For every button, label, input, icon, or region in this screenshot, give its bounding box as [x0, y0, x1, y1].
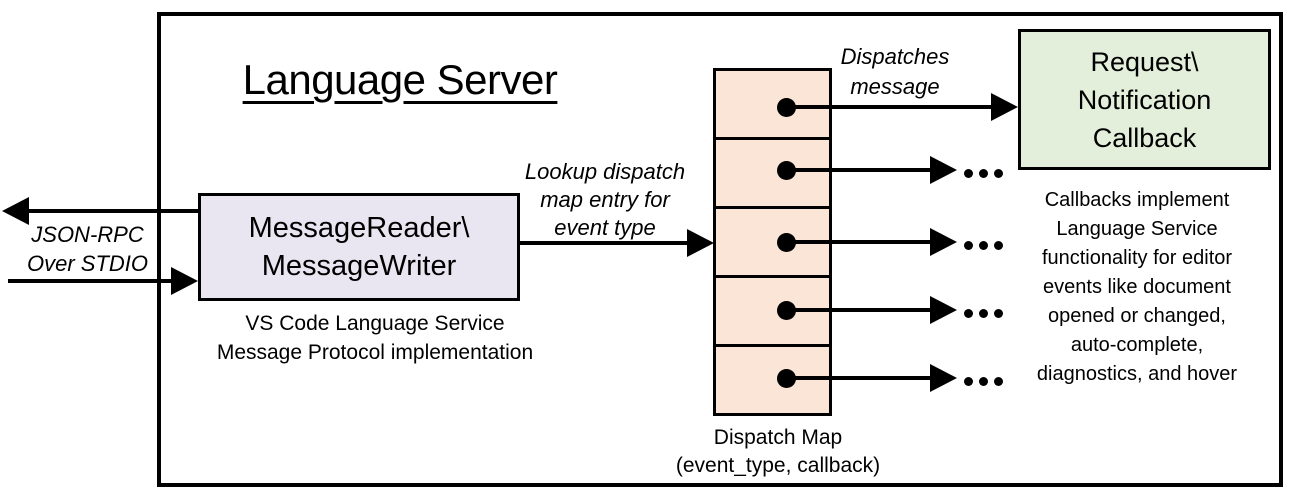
dispatch-map-cell — [716, 71, 829, 140]
io-label-line2: Over STDIO — [26, 251, 148, 276]
callbacks-note-line: auto-complete, — [1070, 334, 1204, 356]
callbacks-note: Callbacks implement Language Service fun… — [1000, 186, 1274, 389]
diagram-title: Language Server — [242, 56, 558, 103]
callbacks-note-line: Language Service — [1056, 218, 1218, 240]
reader-caption: VS Code Language Service Message Protoco… — [180, 309, 570, 367]
arrowhead-right-icon — [930, 364, 957, 392]
message-reader-writer-box: MessageReader\ MessageWriter — [198, 193, 520, 301]
dispatch-map-cell — [716, 347, 829, 413]
map-entry-dot — [777, 98, 796, 117]
arrowhead-right-icon — [991, 93, 1018, 121]
reader-caption-line1: VS Code Language Service — [245, 312, 505, 335]
arrowhead-right-icon — [687, 229, 714, 257]
map-entry-dot — [777, 233, 796, 252]
dispatch-map-label: Dispatch Map (event_type, callback) — [653, 424, 903, 480]
request-notification-callback-box: Request\ Notification Callback — [1018, 29, 1271, 170]
reader-box-line2: MessageWriter — [261, 250, 457, 282]
stdio-in-arrow-line — [8, 279, 174, 283]
ellipsis-dots-icon — [964, 377, 1003, 386]
callbacks-note-line: events like document — [1043, 276, 1231, 298]
arrowhead-right-icon — [930, 156, 957, 184]
map-entry-dot — [777, 161, 796, 180]
dispatch-map-label-line1: Dispatch Map — [713, 426, 843, 449]
dispatch-arrow-line — [787, 376, 932, 380]
map-entry-dot — [777, 369, 796, 388]
map-entry-dot — [777, 301, 796, 320]
ellipsis-dots-icon — [964, 309, 1003, 318]
lookup-line3: event type — [554, 215, 656, 240]
callback-box-line2: Notification — [1077, 84, 1212, 115]
dispatch-map-cell — [716, 278, 829, 347]
dispatches-line2: message — [850, 74, 940, 99]
dispatch-arrow-line — [787, 105, 993, 109]
dispatches-annotation: Dispatches message — [825, 42, 965, 102]
callbacks-note-line: functionality for editor — [1041, 247, 1233, 269]
arrowhead-right-icon — [171, 267, 198, 295]
arrowhead-left-icon — [2, 197, 29, 225]
dispatch-arrow-line — [787, 308, 932, 312]
dispatch-arrow-line — [787, 240, 932, 244]
dispatch-map-label-line2: (event_type, callback) — [675, 454, 881, 477]
dispatches-line1: Dispatches — [840, 44, 950, 69]
callbacks-note-line: opened or changed, — [1048, 305, 1226, 327]
callback-box-line3: Callback — [1092, 122, 1197, 153]
json-rpc-stdio-label: JSON-RPC Over STDIO — [5, 220, 170, 278]
io-label-line1: JSON-RPC — [31, 222, 144, 247]
callback-box-line1: Request\ — [1090, 46, 1199, 77]
lookup-line1: Lookup dispatch — [524, 159, 686, 184]
arrowhead-right-icon — [930, 296, 957, 324]
callbacks-note-line: diagnostics, and hover — [1036, 363, 1238, 385]
dispatch-map-cell — [716, 209, 829, 278]
reader-box-line1: MessageReader\ — [248, 212, 470, 244]
stdio-out-arrow-line — [16, 209, 198, 213]
dispatch-map-cell — [716, 140, 829, 209]
callbacks-note-line: Callbacks implement — [1044, 189, 1230, 211]
reader-caption-line2: Message Protocol implementation — [216, 341, 534, 364]
lookup-line2: map entry for — [540, 187, 670, 212]
ellipsis-dots-icon — [964, 241, 1003, 250]
dispatch-arrow-line — [787, 168, 932, 172]
lookup-arrow-line — [520, 241, 690, 245]
arrowhead-right-icon — [930, 228, 957, 256]
lookup-annotation: Lookup dispatch map entry for event type — [510, 158, 700, 242]
ellipsis-dots-icon — [964, 169, 1003, 178]
